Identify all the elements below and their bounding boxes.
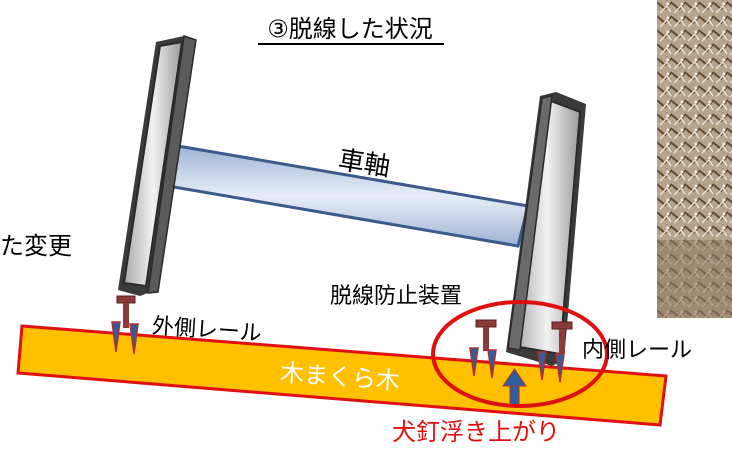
left-wheel [118, 35, 197, 296]
inner-rail-label: 内側レール [582, 338, 692, 363]
derail-guard-label: 脱線防止装置 [330, 284, 462, 309]
spike-icon [111, 321, 139, 355]
sleeper [16, 324, 668, 427]
right-wheel [506, 92, 586, 366]
inner-rail-right [551, 321, 573, 353]
highlight-circle [431, 300, 609, 408]
spike-lift-label: 犬釘浮き上がり [392, 418, 560, 446]
photo-shadow [657, 240, 732, 318]
lifted-spikes [469, 347, 565, 383]
left-cut-text: た変更 [0, 232, 72, 260]
inner-rail-left [475, 319, 497, 351]
diagram-title: ③脱線した状況 [267, 15, 433, 43]
outer-rail [116, 295, 136, 328]
